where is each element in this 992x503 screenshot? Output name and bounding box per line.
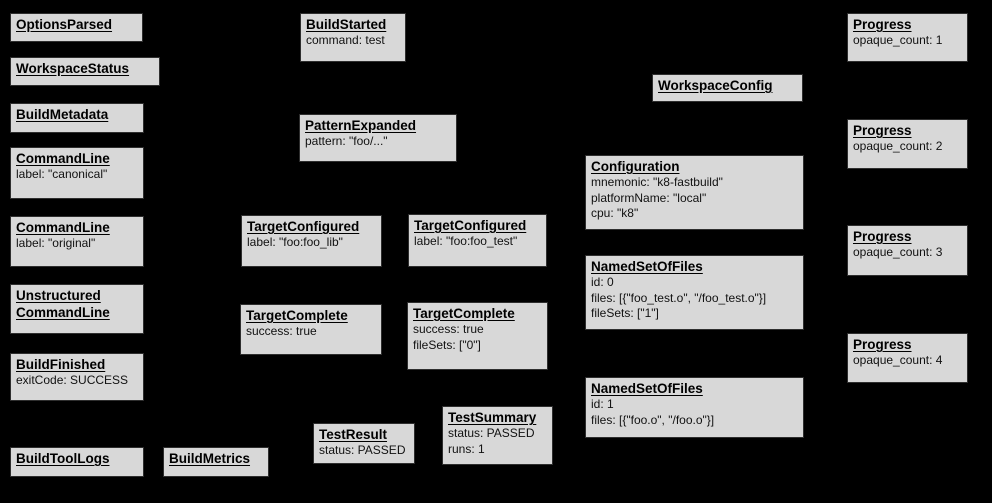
- event-box-build-finished: BuildFinished exitCode: SUCCESS: [10, 353, 144, 401]
- event-title: WorkspaceStatus: [16, 61, 130, 76]
- event-field: opaque_count: 1: [853, 33, 943, 47]
- event-field: files: [{"foo.o", "/foo.o"}]: [591, 412, 715, 427]
- event-field: files: [{"foo_test.o", "/foo_test.o"}]: [591, 290, 767, 305]
- event-field: fileSets: ["0"]: [413, 337, 481, 352]
- event-title: BuildStarted: [306, 17, 387, 32]
- event-field: opaque_count: 4: [853, 353, 943, 367]
- event-title: BuildMetadata: [16, 107, 109, 122]
- event-box-target-complete-foo-test: TargetComplete success: true fileSets: […: [407, 302, 548, 370]
- event-box-workspace-config: WorkspaceConfig: [652, 74, 803, 102]
- event-title: TargetConfigured: [247, 219, 360, 234]
- event-field: status: PASSED: [319, 443, 406, 457]
- event-box-build-tool-logs: BuildToolLogs: [10, 447, 144, 477]
- event-field: fileSets: ["1"]: [591, 306, 659, 320]
- event-title: BuildToolLogs: [16, 451, 110, 466]
- event-box-build-metadata: BuildMetadata: [10, 103, 144, 133]
- event-title: TestSummary: [448, 410, 537, 425]
- event-field: id: 0: [591, 275, 614, 289]
- event-field: pattern: "foo/...": [305, 134, 388, 148]
- event-box-build-started: BuildStarted command: test: [300, 13, 406, 62]
- event-box-configuration: Configuration mnemonic: "k8-fastbuild" p…: [585, 155, 804, 230]
- event-title: TestResult: [319, 427, 388, 442]
- event-field: label: "foo:foo_lib": [247, 235, 343, 249]
- event-field: opaque_count: 3: [853, 245, 943, 259]
- event-title: Configuration: [591, 159, 680, 174]
- event-box-target-configured-foo-test: TargetConfigured label: "foo:foo_test": [408, 214, 547, 267]
- event-box-progress-3: Progress opaque_count: 3: [847, 225, 968, 276]
- event-box-unstructured-command-line: Unstructured CommandLine: [10, 284, 144, 334]
- event-box-progress-4: Progress opaque_count: 4: [847, 333, 968, 383]
- event-title: NamedSetOfFiles: [591, 381, 703, 396]
- event-box-pattern-expanded: PatternExpanded pattern: "foo/...": [299, 114, 457, 162]
- event-field: cpu: "k8": [591, 206, 639, 220]
- event-field: command: test: [306, 33, 385, 47]
- event-field: success: true: [413, 322, 484, 336]
- event-field: success: true: [246, 324, 317, 338]
- event-box-target-complete-foo-lib: TargetComplete success: true: [240, 304, 382, 355]
- event-title: WorkspaceConfig: [658, 78, 773, 93]
- event-box-command-line-canonical: CommandLine label: "canonical": [10, 147, 144, 199]
- event-title: NamedSetOfFiles: [591, 259, 703, 274]
- event-box-progress-2: Progress opaque_count: 2: [847, 119, 968, 169]
- event-box-named-set-of-files-1: NamedSetOfFiles id: 1 files: [{"foo.o", …: [585, 377, 804, 438]
- event-field: platformName: "local": [591, 190, 707, 205]
- event-title: CommandLine: [16, 220, 110, 235]
- event-title: BuildFinished: [16, 357, 106, 372]
- event-field: label: "foo:foo_test": [414, 234, 518, 248]
- event-box-build-metrics: BuildMetrics: [163, 447, 269, 477]
- event-box-command-line-original: CommandLine label: "original": [10, 216, 144, 267]
- event-title: Progress: [853, 229, 912, 244]
- event-box-test-summary: TestSummary status: PASSED runs: 1: [442, 406, 553, 465]
- event-title: PatternExpanded: [305, 118, 417, 133]
- event-field: label: "original": [16, 236, 96, 250]
- event-field: exitCode: SUCCESS: [16, 373, 129, 387]
- event-box-named-set-of-files-0: NamedSetOfFiles id: 0 files: [{"foo_test…: [585, 255, 804, 330]
- event-field: label: "canonical": [16, 167, 108, 181]
- event-field: status: PASSED: [448, 426, 535, 440]
- event-title: OptionsParsed: [16, 17, 113, 32]
- event-field: mnemonic: "k8-fastbuild": [591, 175, 723, 189]
- event-field: id: 1: [591, 397, 614, 411]
- event-title: Unstructured CommandLine: [16, 288, 110, 320]
- event-title: Progress: [853, 337, 912, 352]
- event-title: TargetComplete: [413, 306, 515, 321]
- event-title: Progress: [853, 17, 912, 32]
- event-box-workspace-status: WorkspaceStatus: [10, 57, 160, 86]
- event-title: Progress: [853, 123, 912, 138]
- event-title: CommandLine: [16, 151, 110, 166]
- event-box-test-result: TestResult status: PASSED: [313, 423, 415, 464]
- event-field: runs: 1: [448, 441, 485, 456]
- event-title: BuildMetrics: [169, 451, 251, 466]
- event-box-options-parsed: OptionsParsed: [10, 13, 143, 42]
- event-box-target-configured-foo-lib: TargetConfigured label: "foo:foo_lib": [241, 215, 382, 267]
- event-title: TargetConfigured: [414, 218, 527, 233]
- event-box-progress-1: Progress opaque_count: 1: [847, 13, 968, 62]
- event-title: TargetComplete: [246, 308, 348, 323]
- event-field: opaque_count: 2: [853, 139, 943, 153]
